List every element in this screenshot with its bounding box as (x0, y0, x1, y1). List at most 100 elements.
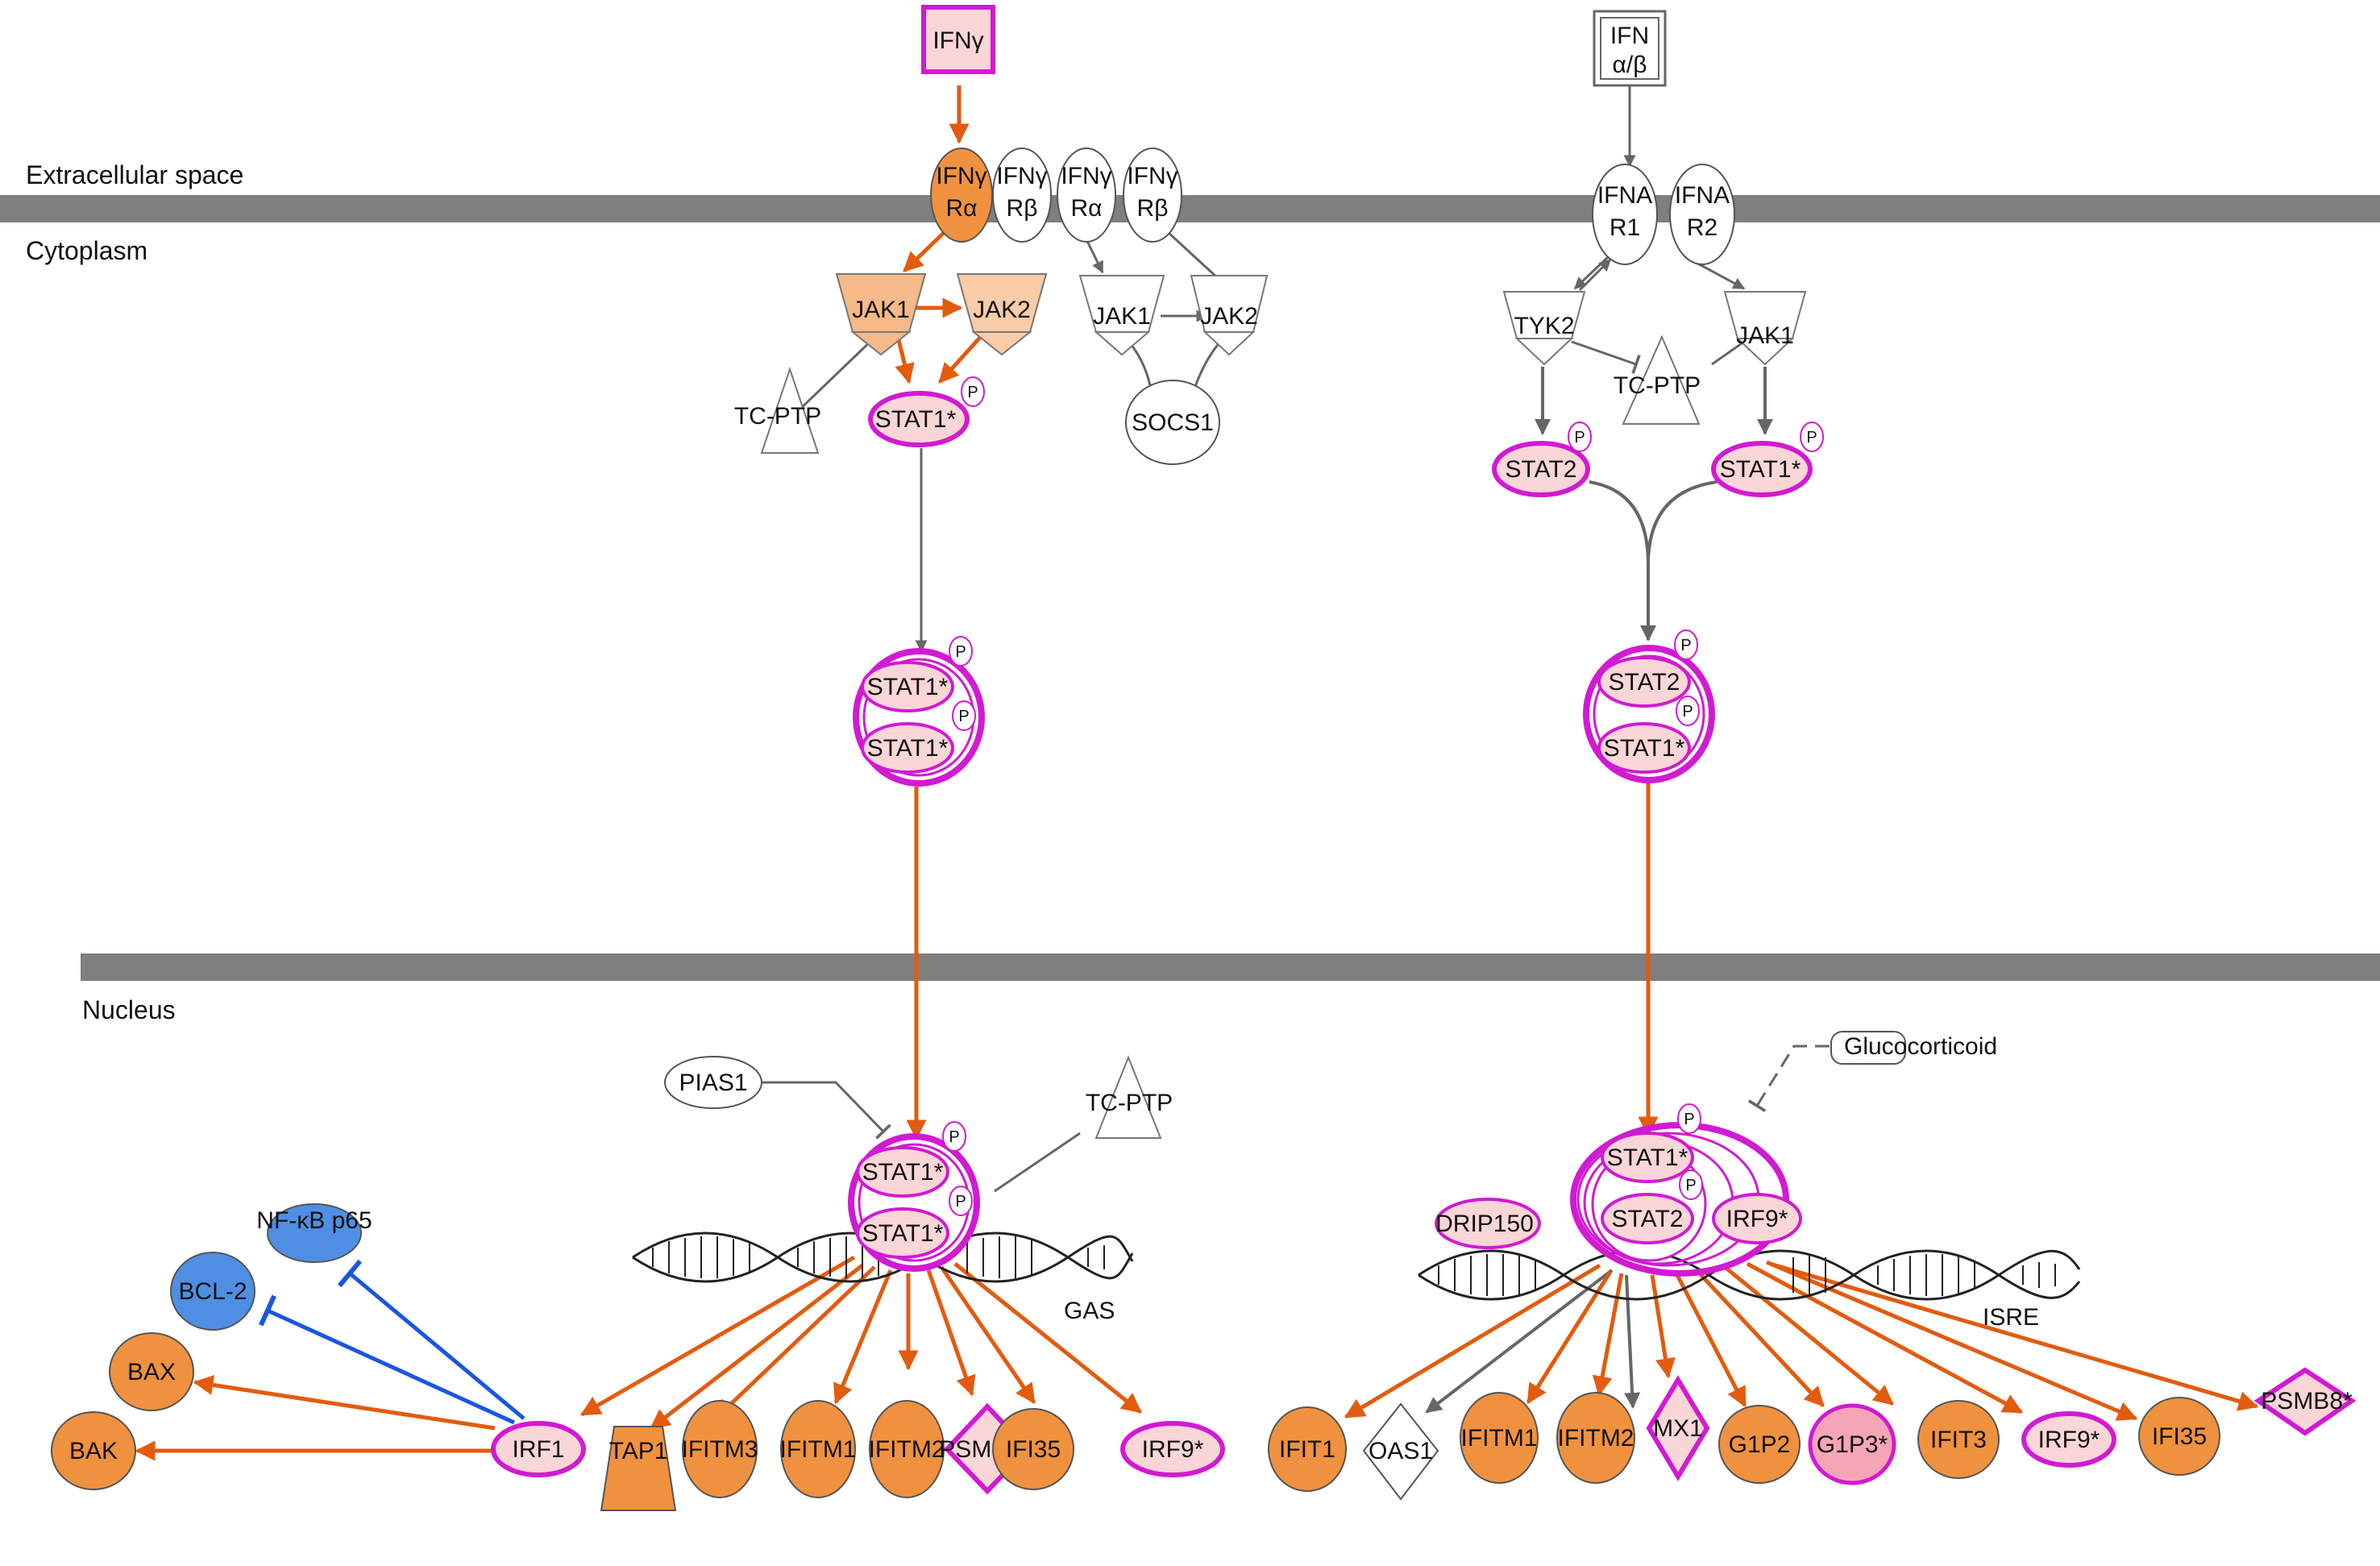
tcptp-node-nucleus[interactable]: TC-PTP (1086, 1055, 1173, 1139)
left-edges (135, 85, 1235, 1461)
ifngr-beta-2-line2: Rβ (1137, 195, 1169, 222)
ifngr-beta-node-1[interactable]: IFNγ Rβ (992, 147, 1052, 243)
stat1-right-label: STAT1* (1720, 456, 1801, 483)
phospho-badge: P (1680, 637, 1691, 654)
dimer-bottom-label: STAT1* (867, 735, 949, 762)
inhibitor-bcl2[interactable]: BCL-2 (170, 1252, 255, 1331)
tcptp-node-right[interactable]: TC-PTP (1614, 334, 1701, 425)
phospho-badge: P (1682, 703, 1693, 721)
target-mx1[interactable]: MX1 (1646, 1375, 1710, 1481)
phospho-badge: P (949, 1128, 959, 1146)
ifitm1-label: IFITM1 (780, 1436, 857, 1463)
target-g1p3[interactable]: G1P3* (1808, 1403, 1896, 1485)
target-irf9-right[interactable]: IRF9* (2021, 1411, 2116, 1468)
irf9-left-label: IRF9* (1142, 1436, 1204, 1463)
ifngr-alpha-node-2[interactable]: IFNγ Rα (1057, 147, 1116, 243)
target-ifi35-right[interactable]: IFI35 (2138, 1397, 2220, 1476)
jak1-inactive-label: JAK1 (1093, 303, 1151, 330)
isre-element-label: ISRE (1983, 1304, 2039, 1331)
dna-helix-isre (1418, 1249, 2081, 1301)
target-ifitm3[interactable]: IFITM3 (682, 1400, 758, 1498)
jak1-active-label: JAK1 (852, 297, 910, 323)
nfkb-label: NF-κB p65 (256, 1207, 372, 1234)
right-edges (1344, 85, 2259, 1421)
ifnar2-node[interactable]: IFNA R2 (1669, 164, 1735, 265)
ifngr-alpha-2-line2: Rα (1070, 195, 1102, 222)
drip150-label: DRIP150 (1435, 1211, 1534, 1237)
isgf3-complex-nucleus[interactable]: STAT1* STAT2 IRF9* P P (1570, 1103, 1802, 1277)
tcptp-right-label: TC-PTP (1614, 372, 1701, 399)
stat2-stat1-dimer-cytoplasm[interactable]: STAT2 STAT1* P P (1583, 629, 1715, 783)
ifng-ligand-label: IFNγ (932, 27, 983, 54)
target-ifit1[interactable]: IFIT1 (1268, 1406, 1347, 1492)
target-ifitm1-right[interactable]: IFITM1 (1460, 1392, 1539, 1484)
target-psmb8-right[interactable]: PSMB8* (2253, 1367, 2357, 1436)
phospho-badge: P (958, 708, 969, 725)
pias1-node[interactable]: PIAS1 (664, 1056, 762, 1109)
jak2-active-node[interactable]: JAK2 (956, 273, 1048, 356)
isgf3-stat2-label: STAT2 (1612, 1206, 1684, 1232)
mx1-label: MX1 (1653, 1415, 1703, 1442)
tcptp-nucleus-label: TC-PTP (1086, 1090, 1173, 1116)
stat2-label: STAT2 (1506, 456, 1577, 483)
ifn-ab-line2: α/β (1613, 52, 1647, 78)
ifnar1-node[interactable]: IFNA R1 (1592, 164, 1658, 265)
target-ifitm2-right[interactable]: IFITM2 (1556, 1392, 1635, 1484)
target-bak[interactable]: BAK (51, 1411, 136, 1490)
nuclear-membrane (81, 953, 2380, 981)
target-ifitm2[interactable]: IFITM2 (869, 1400, 945, 1498)
glucocorticoid-label: Glucocorticoid (1844, 1033, 1997, 1060)
ifitm2-right-label: IFITM2 (1558, 1425, 1634, 1452)
jak1-right-node[interactable]: JAK1 (1723, 291, 1807, 366)
glucocorticoid-node[interactable]: Glucocorticoid (1830, 1031, 1997, 1065)
dimer-top-label: STAT1* (867, 674, 949, 700)
ifn-alpha-beta-ligand-node[interactable]: IFN α/β (1593, 10, 1667, 87)
ifngr-alpha-node-1[interactable]: IFNγ Rα (930, 147, 993, 243)
drip150-node[interactable]: DRIP150 (1435, 1198, 1541, 1249)
stat2-node[interactable]: STAT2 P (1492, 422, 1592, 497)
target-irf1[interactable]: IRF1 (491, 1421, 586, 1477)
stat1-node-left[interactable]: STAT1* P (868, 376, 985, 447)
stat1-node-right[interactable]: STAT1* P (1711, 422, 1824, 497)
nucleus-label: Nucleus (82, 995, 176, 1024)
ifng-ligand-node[interactable]: IFNγ (921, 5, 995, 74)
target-tap1[interactable]: TAP1 (600, 1426, 677, 1511)
psmb8-right-label: PSMB8* (2261, 1388, 2353, 1414)
g1p2-label: G1P2 (1729, 1431, 1791, 1458)
ifitm2-label: IFITM2 (869, 1436, 945, 1463)
phospho-badge: P (1684, 1111, 1694, 1128)
isgf3-irf9-label: IRF9* (1726, 1206, 1788, 1232)
jak1-active-node[interactable]: JAK1 (835, 273, 927, 356)
target-oas1[interactable]: OAS1 (1362, 1402, 1439, 1501)
jak2-inactive-node[interactable]: JAK2 (1190, 275, 1269, 356)
cytoplasm-label: Cytoplasm (26, 236, 147, 265)
target-ifi35-left[interactable]: IFI35 (992, 1408, 1074, 1490)
ifngr-alpha-1-line1: IFNγ (936, 163, 986, 189)
target-irf9-left[interactable]: IRF9* (1120, 1421, 1225, 1477)
jak1-inactive-node[interactable]: JAK1 (1078, 275, 1165, 356)
tcptp-node-left[interactable]: TC-PTP (734, 366, 821, 454)
tyk2-node[interactable]: TYK2 (1502, 291, 1586, 366)
stat1-dimer-cytoplasm[interactable]: STAT1* STAT1* P P (853, 636, 985, 787)
ifngr-alpha-1-line2: Rα (945, 195, 977, 222)
plasma-membrane (0, 195, 2380, 222)
pias1-label: PIAS1 (679, 1070, 747, 1096)
ifnar2-line1: IFNA (1675, 182, 1730, 209)
nuc-dimer-top-label: STAT1* (862, 1159, 944, 1186)
jak2-active-label: JAK2 (973, 297, 1031, 323)
ifngr-beta-node-2[interactable]: IFNγ Rβ (1123, 147, 1182, 243)
inhibitor-nfkb-p65[interactable]: NF-κB p65 (256, 1203, 372, 1263)
ifi35-left-label: IFI35 (1006, 1436, 1061, 1463)
oas1-label: OAS1 (1369, 1438, 1433, 1464)
jak2-inactive-label: JAK2 (1200, 303, 1258, 330)
target-bax[interactable]: BAX (109, 1332, 194, 1411)
target-ifit3[interactable]: IFIT3 (1917, 1400, 2000, 1479)
target-ifitm1[interactable]: IFITM1 (780, 1400, 857, 1498)
ifngr-alpha-2-line1: IFNγ (1061, 163, 1111, 189)
stat1-dimer-nucleus[interactable]: STAT1* STAT1* P P (848, 1121, 980, 1272)
target-g1p2[interactable]: G1P2 (1718, 1405, 1801, 1484)
ifngr-beta-1-line2: Rβ (1007, 195, 1038, 222)
socs1-node[interactable]: SOCS1 (1125, 380, 1220, 465)
tyk2-label: TYK2 (1514, 313, 1574, 339)
